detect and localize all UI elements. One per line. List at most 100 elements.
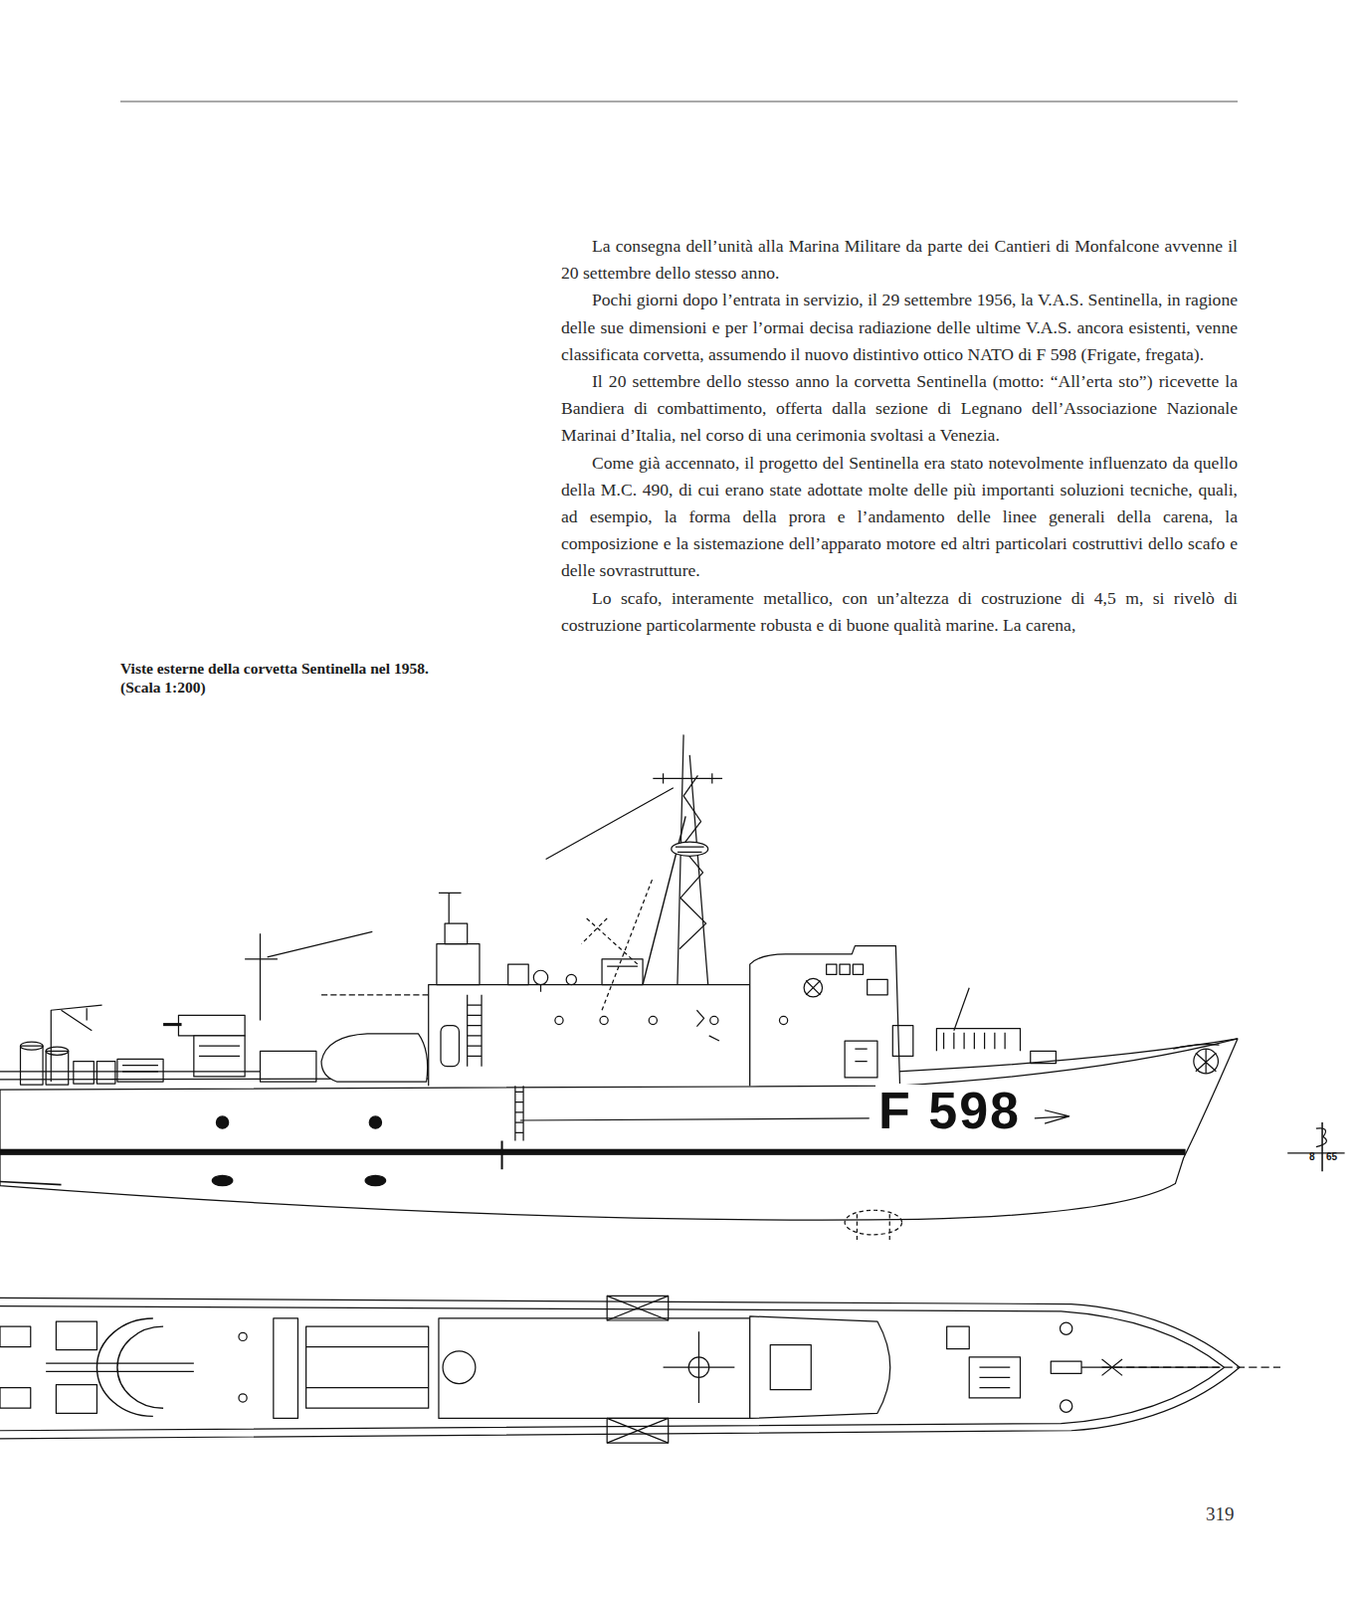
superstructure-part [599,1015,608,1024]
superstructure-part [428,984,751,1087]
superstructure-part [750,946,901,1086]
fore-gear-part [1030,1050,1057,1063]
hull-side-part [1193,1048,1219,1074]
aft-gear-part [163,1022,182,1026]
superstructure-part [844,1040,878,1078]
hull-side-part [1195,1048,1217,1074]
page-number: 319 [1205,1504,1235,1524]
hull-plan-part [1081,1358,1219,1375]
hull-side-part [211,1174,233,1185]
draftsman-mark-part [1316,1128,1328,1148]
hull-plan-part [770,1345,811,1390]
hull-plan-part [306,1347,429,1388]
hull-side-part [369,1116,382,1129]
superstructure-part [540,984,542,992]
superstructure-part [606,966,638,968]
hull-side-part [0,1149,1186,1156]
superstructure-part [826,964,837,974]
hull-plan-part [750,1316,891,1419]
superstructure-part [839,964,850,974]
header-rule [120,100,1238,102]
hull-plan-part [606,1417,669,1443]
hull-plan-part [45,1362,194,1371]
hull-plan-part [238,1393,247,1402]
ship-profile [0,734,1346,1443]
aft-gear [0,931,429,1085]
aft-gear-part [45,1050,69,1085]
superstructure-part [566,973,577,984]
aft-gear-part [117,1058,164,1082]
aft-gear-part [73,1061,95,1085]
superstructure [428,892,901,1086]
hull-plan-part [306,1326,429,1408]
hull-plan-part [969,1357,1020,1398]
lattice-mast-part [677,734,709,984]
superstructure-part [854,1048,867,1061]
lattice-mast-part [652,773,723,783]
superstructure-part [696,1009,720,1041]
hull-plan-part [947,1326,970,1350]
hull-plan-part [0,1387,31,1409]
aft-gear-part [260,1050,317,1082]
superstructure-part [778,1015,787,1024]
superstructure-part [533,970,548,984]
aft-gear-part [321,1033,428,1082]
hull-side-part [897,1038,1237,1072]
superstructure-part [467,994,482,1067]
aft-gear-part [122,1065,159,1072]
lattice-mast-part [546,787,674,860]
hull-plan-part [663,1331,736,1403]
superstructure-part [508,964,530,985]
hull-plan-part [55,1384,97,1414]
hull-plan-part [1050,1360,1082,1373]
hull-plan-part [1059,1322,1072,1335]
hull-plan-part [1059,1399,1072,1412]
aft-gear-part [198,1045,240,1056]
body-paragraph: La consegna dell’unità alla Marina Milit… [561,232,1238,287]
text-column: La consegna dell’unità alla Marina Milit… [561,232,1238,639]
hull-number: F 598 [875,1084,1024,1137]
superstructure-part [648,1015,657,1024]
lattice-mast [546,734,723,1010]
lattice-mast-part [679,775,707,949]
hull-plan-part [273,1318,299,1418]
lattice-mast-part [642,815,686,984]
draftsman-mark [1287,1122,1345,1171]
hull-side-part [501,1141,504,1170]
hull-plan-part [606,1295,669,1321]
superstructure-part [438,892,462,924]
lattice-mast-part [582,877,654,1010]
hull-plan-part [0,1297,1240,1439]
superstructure-part [805,980,820,995]
hull-plan-part [978,1366,1010,1388]
superstructure-part [444,923,468,945]
hull-plan [0,1295,1281,1443]
sonar-dome-part [856,1213,890,1240]
hull-side-part [520,1118,870,1121]
hull-plan-part [438,1318,751,1418]
superstructure-part [852,964,863,974]
fore-gear-part [944,1032,1006,1049]
sonar-dome [844,1209,902,1240]
fore-gear-part [892,1025,914,1057]
superstructure-part [440,1025,459,1067]
hull-side-part [1034,1110,1070,1124]
fore-gear [892,987,1056,1064]
superstructure-part [803,977,822,996]
hull-side-part [215,1116,228,1129]
superstructure-part [436,944,480,985]
superstructure-part [710,1015,719,1024]
fore-gear-part [954,987,970,1031]
aft-gear-part [321,993,429,995]
sonar-dome-part [844,1209,902,1235]
hull-side-part [0,1181,62,1185]
aft-gear-part [96,1061,115,1085]
aft-gear-part [0,1070,261,1072]
body-paragraph: Lo scafo, interamente metallico, con un’… [561,584,1238,639]
draftsman-date: 65 [1326,1152,1338,1163]
lattice-mast-part [671,841,709,856]
superstructure-part [555,1015,564,1024]
lattice-mast-part [675,846,705,852]
aft-gear-part [194,1035,245,1077]
hull-plan-part [0,1306,1225,1431]
